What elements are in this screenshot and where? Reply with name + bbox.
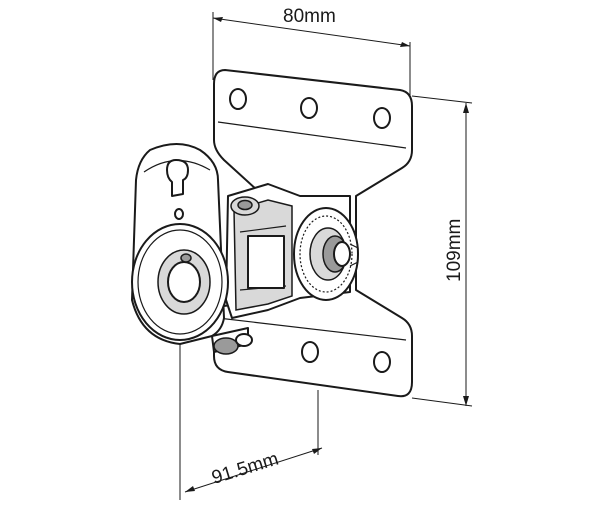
bottom-bolt: [211, 327, 253, 355]
device-plate: [131, 143, 229, 345]
bolt-head-icon: [213, 337, 239, 355]
width-dimension: 80mm: [212, 6, 411, 96]
mounting-hole-icon: [301, 341, 319, 363]
pivot-bolt-icon: [167, 261, 201, 303]
mounting-hole-icon: [229, 88, 247, 110]
tilt-adjustment-gear: [293, 207, 359, 301]
mounting-hole-icon: [373, 107, 391, 129]
height-dimension: 109mm: [411, 95, 473, 407]
width-label: 80mm: [283, 6, 336, 27]
height-label: 109mm: [444, 219, 465, 282]
extension-dimension: 91.5mm: [179, 340, 323, 500]
mounting-hole-icon: [373, 351, 391, 373]
extension-label: 91.5mm: [209, 449, 281, 489]
keyhole-slot-icon: [166, 159, 189, 197]
mounting-hole-icon: [300, 97, 318, 119]
